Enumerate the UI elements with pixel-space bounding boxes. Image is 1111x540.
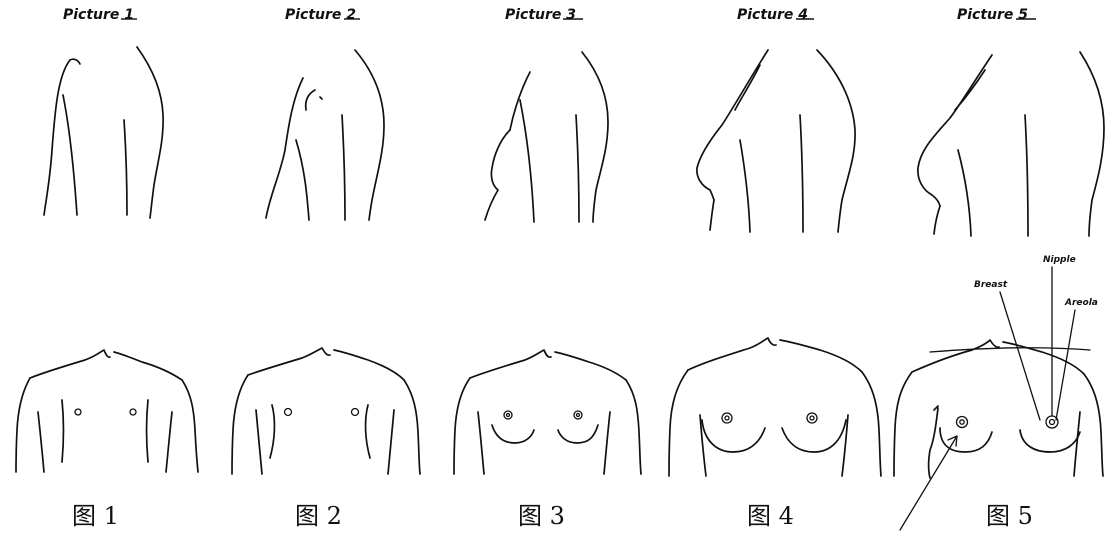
nipple-label: Nipple (1043, 255, 1076, 265)
front-view-5 (894, 340, 1103, 478)
front-view-1 (16, 350, 198, 472)
picture-3-title: Picture 3 (505, 7, 576, 23)
side-view-1 (44, 47, 163, 218)
picture-2-title: Picture 2 (285, 7, 356, 23)
picture-1-title: Picture 1 (63, 7, 134, 23)
side-view-3 (485, 52, 608, 222)
picture-4-title: Picture 4 (737, 7, 808, 23)
figure-5-label: 图 5 (986, 502, 1033, 530)
front-view-3 (454, 350, 641, 474)
side-view-4 (697, 50, 855, 232)
breast-label: Breast (974, 280, 1008, 290)
figure-1-label: 图 1 (72, 502, 119, 530)
side-view-2 (266, 50, 384, 220)
pointer-arrow-shaft (900, 436, 957, 530)
front-view-2 (232, 348, 420, 474)
side-view-5 (918, 52, 1104, 236)
figure-3-label: 图 3 (518, 502, 565, 530)
picture-5-title: Picture 5 (957, 7, 1028, 23)
breast-leader-line (1000, 292, 1040, 420)
figure-4-label: 图 4 (747, 502, 794, 530)
front-view-4 (669, 338, 881, 476)
areola-label: Areola (1064, 298, 1098, 308)
figure-2-label: 图 2 (295, 502, 342, 530)
